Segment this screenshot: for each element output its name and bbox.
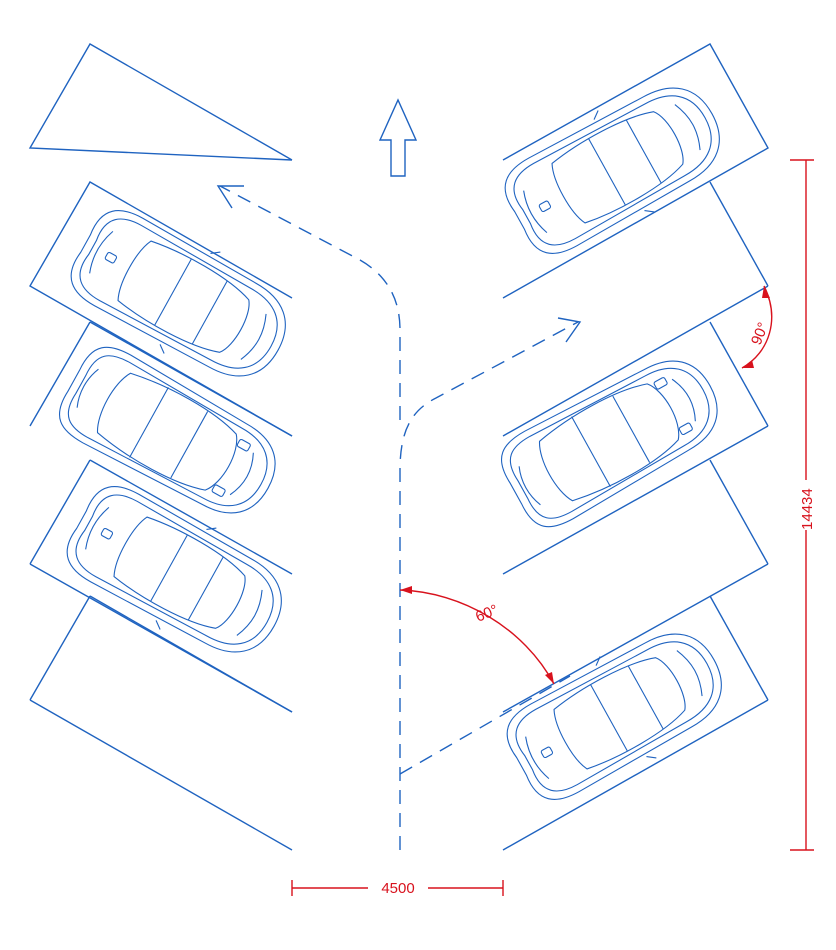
left-stall-block xyxy=(28,43,293,851)
angle-dimension-60: 60° xyxy=(399,586,555,685)
car-left-1 xyxy=(56,192,307,402)
width-dimension: 4500 xyxy=(291,880,504,897)
car-right-2 xyxy=(490,341,735,538)
right-stall-block xyxy=(502,43,769,851)
height-dimension: 14434 xyxy=(790,159,816,851)
width-label: 4500 xyxy=(381,880,414,897)
angle-90-label: 90° xyxy=(748,320,772,347)
traffic-flow xyxy=(216,185,582,850)
car-right-3 xyxy=(492,608,743,818)
car-right-1 xyxy=(490,62,741,272)
up-arrow-icon xyxy=(378,98,418,177)
height-label: 14434 xyxy=(799,488,816,530)
